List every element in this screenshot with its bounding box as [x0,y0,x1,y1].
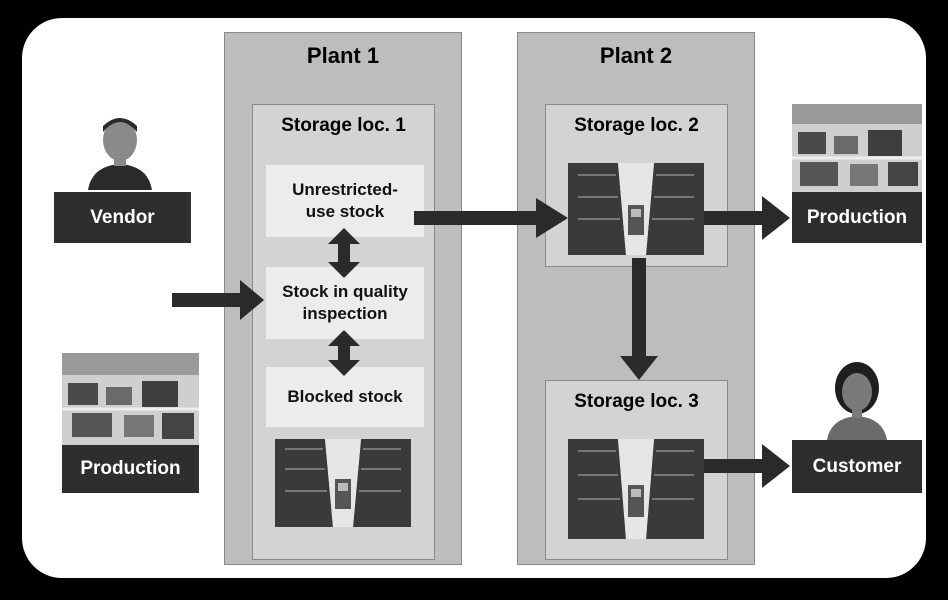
storage-loc-3: Storage loc. 3 [545,380,728,560]
warehouse-image [275,439,411,527]
warehouse-image [568,163,704,255]
customer-portrait [817,358,897,440]
plant-2: Plant 2 Storage loc. 2 [517,32,755,565]
person-icon [80,110,160,190]
production-photo-left [62,353,199,445]
storage-loc-2-title: Storage loc. 2 [574,115,699,136]
warehouse-photo-2 [568,163,704,255]
storage-loc-2: Storage loc. 2 [545,104,728,267]
customer-label: Customer [792,440,922,493]
warehouse-image [568,439,704,539]
storage-loc-1: Storage loc. 1 Unrestricted- use stock S… [252,104,435,560]
production-source-label: Production [62,445,199,493]
plant-1-title: Plant 1 [306,43,380,68]
production-photo-right [792,104,922,192]
warehouse-photo-3 [568,439,704,539]
unrestricted-use-stock: Unrestricted- use stock [266,165,424,237]
person-icon [817,358,897,440]
warehouse-photo-1 [275,439,411,527]
vendor-label: Vendor [54,192,191,243]
storage-loc-3-title: Storage loc. 3 [574,391,699,412]
flow-arrows [172,196,790,488]
quality-inspection-stock: Stock in quality inspection [266,267,424,339]
production-target-label: Production [792,192,922,243]
blocked-stock: Blocked stock [266,367,424,427]
vendor-portrait [80,110,160,190]
plant-2-title: Plant 2 [599,43,673,68]
factory-image [62,353,199,445]
diagram-canvas: Plant 1 Storage loc. 1 Unrestricted- use… [22,18,926,578]
factory-image [792,104,922,192]
storage-loc-1-title: Storage loc. 1 [281,115,406,136]
plant-1: Plant 1 Storage loc. 1 Unrestricted- use… [224,32,462,565]
